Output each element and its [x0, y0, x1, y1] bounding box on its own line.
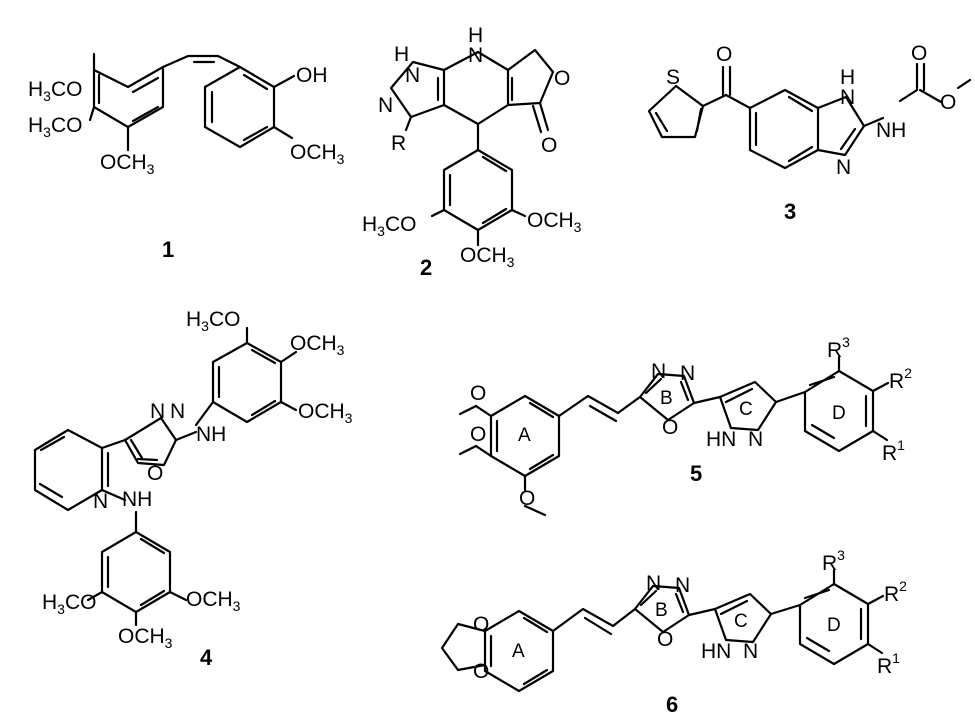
h3co-label: H3CO	[186, 308, 240, 334]
och3-label: OCH3	[100, 151, 155, 177]
r3-label: R3	[822, 547, 845, 575]
compound-label-5: 5	[690, 461, 702, 486]
oxygen-label: O	[147, 462, 163, 485]
och3-label: OCH3	[290, 141, 345, 167]
ring-label-d: D	[827, 615, 841, 636]
oxygen-label: O	[940, 91, 956, 114]
ring-label-a: A	[512, 641, 525, 662]
ring-label-a: A	[518, 425, 531, 446]
compound-label-2: 2	[420, 255, 432, 280]
compound-1-structure	[88, 52, 296, 152]
oxygen-label: O	[470, 423, 486, 446]
oxygen-label: O	[470, 382, 486, 405]
h3co-label: H3CO	[362, 213, 416, 239]
amine-label: NH	[196, 423, 226, 446]
och3-label: OCH3	[460, 244, 515, 270]
nitrogen-label: N	[743, 640, 758, 663]
compound-3-structure	[647, 62, 972, 170]
nitrogen-label: N	[646, 572, 661, 595]
nitrogen-label: N	[150, 400, 165, 423]
nh-hydrogen-label: H	[468, 24, 483, 47]
compound-6-structure	[440, 568, 885, 693]
nh-hydrogen-label: H	[394, 43, 409, 66]
h3co-label: H3CO	[28, 78, 82, 104]
och3-label: OCH3	[527, 209, 582, 235]
oxygen-label: O	[473, 613, 489, 636]
sulfur-label: S	[666, 66, 680, 89]
amine-label: NH	[876, 119, 906, 142]
compound-4-structure	[33, 326, 298, 627]
compound-label-4: 4	[200, 645, 213, 670]
r2-label: R2	[889, 365, 912, 393]
nitrogen-label: N	[748, 428, 763, 451]
oxygen-label: O	[519, 487, 535, 510]
h3co-label: H3CO	[42, 591, 96, 617]
nitrogen-label: N	[405, 64, 420, 87]
compound-label-3: 3	[784, 199, 796, 224]
amine-label: NH	[122, 488, 152, 511]
oxygen-label: O	[541, 134, 557, 157]
hydroxyl-label: OH	[296, 64, 328, 87]
nitrogen-label: N	[680, 362, 695, 385]
nitrogen-label: N	[836, 156, 851, 179]
och3-label: OCH3	[298, 400, 353, 426]
compound-label-6: 6	[666, 692, 678, 717]
ring-label-b: B	[655, 600, 668, 621]
nitrogen-label: N	[840, 86, 855, 109]
ring-label-c: C	[739, 399, 753, 420]
r3-label: R3	[827, 334, 850, 362]
nitrogen-label: N	[651, 360, 666, 383]
nitrogen-label: N	[170, 400, 185, 423]
oxygen-label: O	[657, 628, 673, 651]
nitrogen-label: N	[468, 44, 483, 67]
och3-label: OCH3	[290, 332, 345, 358]
nitrogen-label: N	[378, 94, 393, 117]
oxygen-label: O	[716, 43, 732, 66]
nitrogen-label: N	[675, 574, 690, 597]
pyridine-nitrogen-label: N	[93, 490, 108, 513]
ring-label-d: D	[832, 403, 846, 424]
oxygen-label: O	[554, 67, 570, 90]
och3-label: OCH3	[118, 625, 173, 651]
r2-label: R2	[884, 578, 907, 606]
ring-label-c: C	[734, 611, 748, 632]
oxygen-label: O	[662, 416, 678, 439]
och3-label: OCH3	[186, 588, 241, 614]
compound-2-structure	[389, 48, 555, 247]
pyrazole-nh-label: HN	[706, 428, 736, 451]
pyrazole-nh-label: HN	[701, 640, 731, 663]
compound-5-structure	[458, 355, 890, 517]
nh-hydrogen-label: H	[840, 66, 855, 89]
r1-label: R1	[877, 650, 900, 678]
oxygen-label: O	[473, 660, 489, 683]
r-group-label: R	[391, 132, 406, 155]
ring-label-b: B	[660, 388, 673, 409]
h3co-label: H3CO	[28, 114, 82, 140]
compound-label-1: 1	[162, 237, 174, 262]
oxygen-label: O	[911, 42, 927, 65]
r1-label: R1	[882, 437, 905, 465]
